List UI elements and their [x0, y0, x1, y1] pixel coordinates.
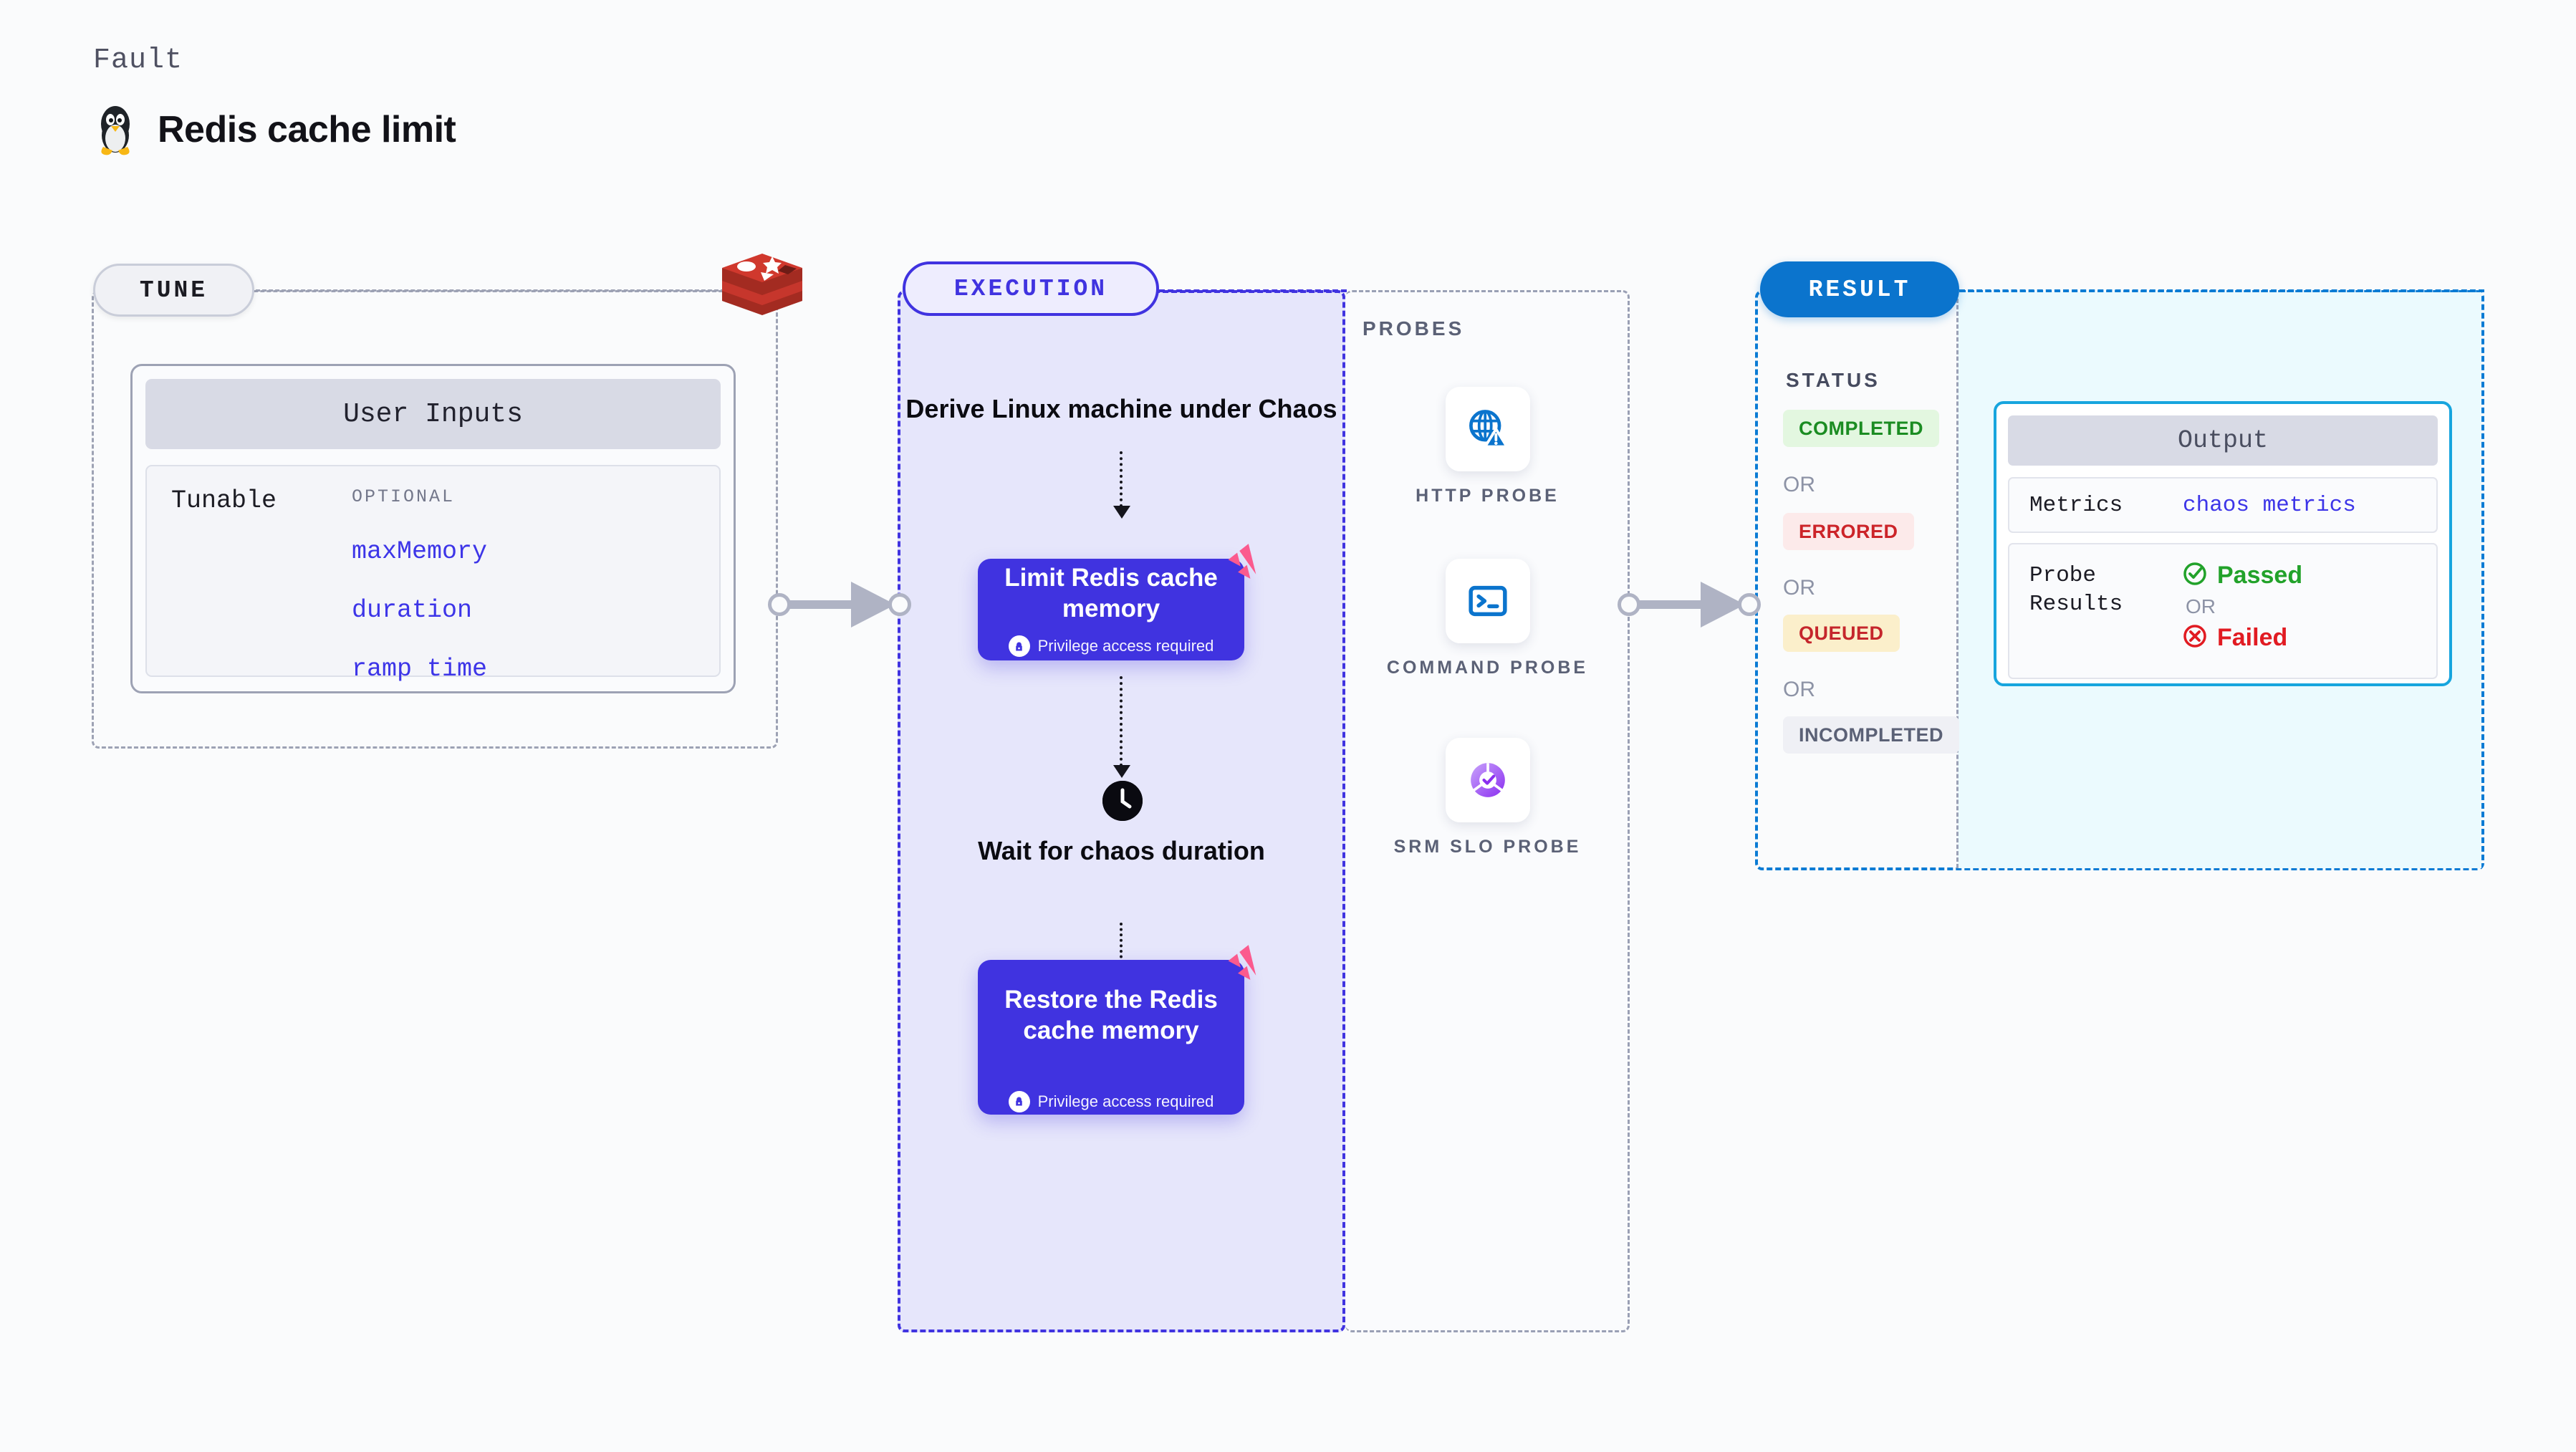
failed-label: Failed: [2217, 624, 2288, 651]
harness-ribbon-icon: [1227, 543, 1267, 583]
status-badge-queued: QUEUED: [1783, 615, 1900, 652]
status-badge-incompleted: INCOMPLETED: [1783, 716, 1960, 754]
privilege-note: Privilege access required: [1037, 1092, 1214, 1110]
harness-ribbon-icon: [1227, 944, 1267, 984]
linux-tux-icon: [93, 102, 138, 157]
page-header: Fault Redis cache limit: [93, 44, 456, 157]
action-card-title: Limit Redis cache memory: [1004, 563, 1218, 622]
probe-name: COMMAND PROBE: [1386, 658, 1589, 678]
execution-pill-label[interactable]: EXECUTION: [903, 261, 1159, 316]
connector-tune-to-execution: [768, 577, 911, 632]
page-title: Redis cache limit: [158, 109, 456, 150]
terminal-icon: [1445, 559, 1530, 643]
flow-dots-3: [1120, 923, 1123, 980]
probe-results-label: Probe Results: [2029, 563, 2123, 617]
x-circle-icon: [2183, 624, 2207, 652]
user-inputs-card: User Inputs Tunable OPTIONAL maxMemory d…: [130, 364, 736, 693]
check-circle-icon: [2183, 562, 2207, 590]
status-or-1: OR: [1783, 473, 1815, 496]
probe-results-row: Probe Results Passed OR: [2008, 543, 2438, 679]
redis-logo-icon: [718, 249, 807, 325]
flow-dots-2: [1120, 676, 1123, 766]
tunable-item-ramp-time[interactable]: ramp time: [352, 655, 488, 683]
result-inner-divider: [1956, 292, 1959, 868]
clock-icon: [1102, 781, 1143, 821]
privilege-row: Privilege access required: [1008, 1090, 1214, 1112]
result-pill-label[interactable]: RESULT: [1760, 261, 1959, 317]
user-inputs-header: User Inputs: [145, 379, 721, 449]
flow-arrow-2: [1113, 765, 1130, 778]
metrics-value[interactable]: chaos metrics: [2183, 492, 2356, 518]
probe-item-http[interactable]: HTTP PROBE: [1345, 387, 1630, 509]
fault-title-row: Redis cache limit: [93, 102, 456, 157]
status-badge-completed: COMPLETED: [1783, 410, 1940, 447]
status-or-3: OR: [1783, 678, 1815, 701]
metrics-row: Metrics chaos metrics: [2008, 477, 2438, 533]
wait-step-label: Wait for chaos duration: [978, 836, 1265, 865]
lock-icon: [1008, 1090, 1030, 1112]
metrics-label: Metrics: [2029, 492, 2123, 518]
flow-arrow-1: [1113, 506, 1130, 519]
derive-step-label: Derive Linux machine under Chaos: [905, 394, 1337, 423]
tune-pill-label[interactable]: TUNE: [93, 264, 254, 317]
privilege-row: Privilege access required: [1008, 635, 1214, 658]
action-card-limit-redis[interactable]: Limit Redis cache memory Privilege acces…: [978, 544, 1256, 660]
probe-item-command[interactable]: COMMAND PROBE: [1345, 559, 1630, 681]
output-card: Output Metrics chaos metrics Probe Resul…: [1994, 401, 2452, 686]
privilege-note: Privilege access required: [1037, 637, 1214, 655]
probe-result-passed: Passed: [2183, 562, 2302, 590]
lock-icon: [1008, 635, 1030, 658]
action-card-restore-redis[interactable]: Restore the Redis cache memory Privilege…: [978, 945, 1256, 1115]
probe-item-srm-slo[interactable]: SRM SLO PROBE: [1345, 738, 1630, 860]
execution-top-connector: [1159, 289, 1347, 292]
result-top-connector: [1959, 289, 2484, 292]
action-card-title: Restore the Redis cache memory: [1004, 986, 1218, 1045]
tune-logo-connector: [256, 289, 757, 292]
status-section-label: STATUS: [1786, 369, 1880, 391]
fault-eyebrow-label: Fault: [93, 44, 183, 77]
probes-section-label: PROBES: [1363, 317, 1465, 340]
tunable-item-duration[interactable]: duration: [352, 596, 473, 625]
probe-name: HTTP PROBE: [1416, 486, 1559, 506]
status-or-2: OR: [1783, 576, 1815, 600]
probe-result-or: OR: [2186, 595, 2216, 617]
status-badge-errored: ERRORED: [1783, 513, 1914, 550]
slo-donut-check-icon: [1445, 738, 1530, 822]
output-header: Output: [2008, 415, 2438, 466]
flow-dots-1: [1120, 451, 1123, 507]
passed-label: Passed: [2217, 562, 2303, 589]
probe-results-values: Passed OR Failed: [2183, 562, 2302, 678]
probe-name: SRM SLO PROBE: [1393, 837, 1582, 857]
globe-warning-icon: [1445, 387, 1530, 471]
tunable-options-column: OPTIONAL maxMemory duration ramp time: [352, 486, 488, 683]
probe-result-failed: Failed: [2183, 624, 2302, 652]
tunable-box: Tunable OPTIONAL maxMemory duration ramp…: [145, 465, 721, 683]
connector-execution-to-result: [1618, 577, 1761, 632]
optional-label: OPTIONAL: [352, 486, 456, 507]
tunable-item-maxmemory[interactable]: maxMemory: [352, 537, 488, 566]
tunable-label: Tunable: [171, 486, 277, 515]
